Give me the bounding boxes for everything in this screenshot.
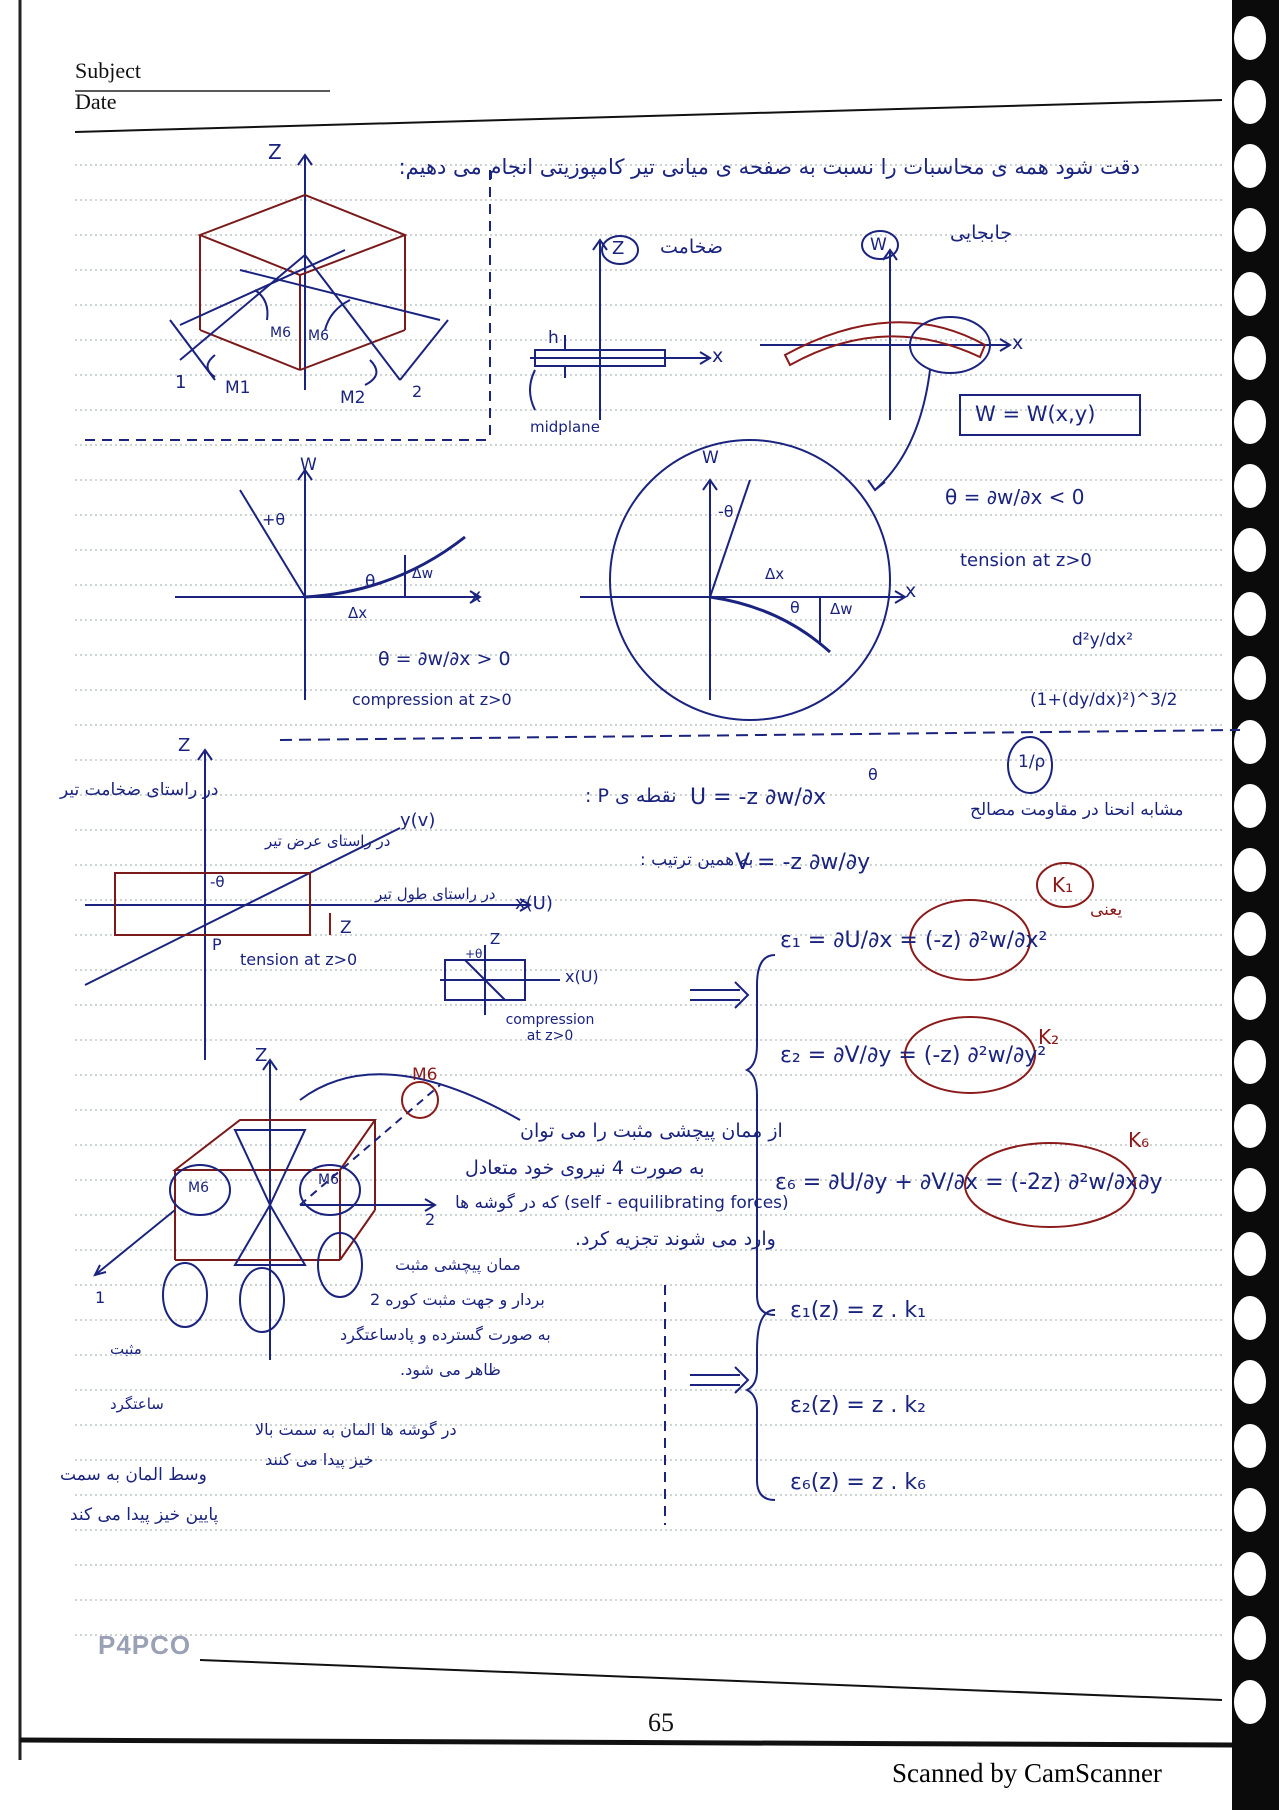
- d5-z-down-label: Z: [340, 918, 352, 938]
- d6-note-3: (self - equilibrating forces) که در گوشه…: [455, 1193, 789, 1213]
- d6-m6-left: M6: [188, 1180, 209, 1196]
- d1-axis1-label: 1: [175, 372, 187, 393]
- curvature-one-over-rho: 1/ρ: [1018, 752, 1046, 772]
- d5-inset-x: x(U): [565, 967, 599, 986]
- d6-note-8: ظاهر می شود.: [400, 1360, 501, 1379]
- summary-e6: ε₆(z) = z . k₆: [790, 1470, 926, 1495]
- d3-theta-label: θ: [365, 572, 376, 592]
- d4-x-label: x: [905, 580, 917, 602]
- d1-axis2-label: 2: [412, 382, 423, 401]
- strain-k1: K₁: [1052, 873, 1074, 897]
- displacement-u: U = -z ∂w/∂x: [690, 785, 827, 810]
- summary-e1: ε₁(z) = z . k₁: [790, 1298, 926, 1323]
- d6-m6-right: M6: [318, 1172, 339, 1188]
- d2-thickness-note: ضخامت: [660, 236, 724, 258]
- d3-x-label: x: [470, 585, 482, 607]
- strain-k6: K₆: [1128, 1128, 1150, 1152]
- d4-dw-label: Δw: [830, 600, 853, 618]
- d5-thickness-note: در راستای ضخامت تیر: [60, 780, 219, 800]
- d3-w-label: W: [300, 455, 317, 475]
- d2-w-label: W: [870, 235, 887, 255]
- displacement-v: V = -z ∂w/∂y: [735, 850, 871, 875]
- d6-axis1: 1: [95, 1288, 106, 1307]
- deflection-function: W = W(x,y): [975, 402, 1096, 426]
- d6-m6-top: M6: [412, 1065, 438, 1085]
- d5-inset-caption: compression at z>0: [505, 1012, 595, 1044]
- strain-k1-note: یعنی: [1090, 900, 1123, 920]
- d6-note-4: وارد می شوند تجزیه کرد.: [575, 1228, 776, 1250]
- d1-z-axis-label: Z: [268, 140, 282, 164]
- displacement-u-theta: θ: [868, 765, 878, 784]
- d6-note-10: خیز پیدا می کنند: [265, 1450, 374, 1469]
- d6-note-2: به صورت 4 نیروی خود متعادل: [465, 1157, 705, 1179]
- d2-x-label: x: [712, 345, 724, 367]
- d2-displacement-note: جابجایی: [950, 222, 1013, 244]
- d6-z-label: Z: [255, 1045, 268, 1066]
- strain-e6: ε₆ = ∂U/∂y + ∂V/∂x = (-2z) ∂²w/∂x∂y: [775, 1170, 1163, 1195]
- binding-strip: [1232, 0, 1279, 1810]
- d6-note-5: ممان پیچشی مثبت: [395, 1255, 521, 1274]
- d4-theta-neg-label: -θ: [718, 502, 734, 521]
- curvature-numerator: d²y/dx²: [1072, 630, 1134, 650]
- subject-label: Subject: [75, 58, 141, 83]
- d5-inset-z: Z: [490, 930, 501, 948]
- displacement-u-note: نقطه ی P :: [585, 785, 677, 807]
- d5-caption: tension at z>0: [240, 950, 358, 969]
- d4-w-label: W: [702, 448, 719, 468]
- d6-axis2: 2: [425, 1210, 436, 1229]
- d6-note-7: به صورت گسترده و پادساعتگرد: [340, 1325, 551, 1344]
- ruled-lines: [75, 164, 1222, 1636]
- d5-width-note: در راستای عرض تیر: [265, 832, 391, 850]
- curvature-note: مشابه انحنا در مقاومت مصالح: [970, 800, 1184, 820]
- d6-note-14: ساعتگرد: [110, 1395, 164, 1413]
- d1-m1-label: M1: [225, 378, 251, 398]
- curvature-denominator: (1+(dy/dx)²)^3/2: [1030, 690, 1178, 710]
- d6-note-9: در گوشه ها المان به سمت بالا: [255, 1420, 457, 1439]
- d4-caption: tension at z>0: [960, 550, 1092, 571]
- d5-length-note: در راستای طول تیر: [375, 885, 496, 903]
- d3-caption: compression at z>0: [352, 690, 512, 709]
- scanner-watermark: Scanned by CamScanner: [892, 1758, 1162, 1788]
- d4-dx-label: Δx: [765, 565, 785, 583]
- d2-z-label: Z: [612, 238, 625, 259]
- d1-m6-label-a: M6: [270, 325, 291, 341]
- d5-y-label: y(v): [400, 810, 436, 831]
- paper-brand-logo: P4PCO: [98, 1630, 192, 1660]
- d4-theta-label: θ: [790, 598, 800, 617]
- d3-dw-label: Δw: [412, 566, 434, 582]
- d5-point-p: P: [212, 935, 222, 954]
- d1-m6-label-b: M6: [308, 328, 329, 344]
- d1-m2-label: M2: [340, 388, 366, 408]
- d6-note-1: از ممان پیچشی مثبت را می توان: [520, 1120, 783, 1142]
- d5-z-label: Z: [178, 735, 191, 756]
- strain-k2: K₂: [1038, 1025, 1060, 1049]
- d2-x2-label: x: [1012, 332, 1024, 354]
- displacement-v-note: به همین ترتیب :: [640, 850, 754, 870]
- binding-holes: [1234, 16, 1266, 1724]
- d2-h-label: h: [548, 328, 559, 348]
- d2-midplane-label: midplane: [530, 418, 600, 436]
- d3-theta-pos-label: +θ: [262, 510, 286, 529]
- d6-note-13: مثبت: [110, 1340, 142, 1358]
- d3-dx-label: Δx: [348, 604, 368, 622]
- strain-e1: ε₁ = ∂U/∂x = (-z) ∂²w/∂x²: [780, 928, 1048, 953]
- d4-slope-equation: θ = ∂w/∂x < 0: [945, 485, 1085, 509]
- d5-x-label: x(U): [515, 893, 553, 914]
- summary-e2: ε₂(z) = z . k₂: [790, 1393, 926, 1418]
- strain-e2: ε₂ = ∂V/∂y = (-z) ∂²w/∂y²: [780, 1043, 1047, 1068]
- d6-note-6: بردار و جهت مثبت کوره 2: [370, 1290, 545, 1309]
- date-label: Date: [75, 89, 117, 114]
- intro-note: دقت شود همه ی محاسبات را نسبت به صفحه ی …: [398, 155, 1140, 179]
- d5-inset-theta: +θ: [465, 947, 483, 961]
- page-number: 65: [648, 1708, 674, 1737]
- d5-theta-label: -θ: [210, 873, 225, 891]
- d6-note-11: وسط المان به سمت: [60, 1465, 207, 1485]
- d6-note-12: پایین خیز پیدا می کند: [70, 1505, 219, 1525]
- d3-slope-equation: θ = ∂w/∂x > 0: [378, 648, 511, 670]
